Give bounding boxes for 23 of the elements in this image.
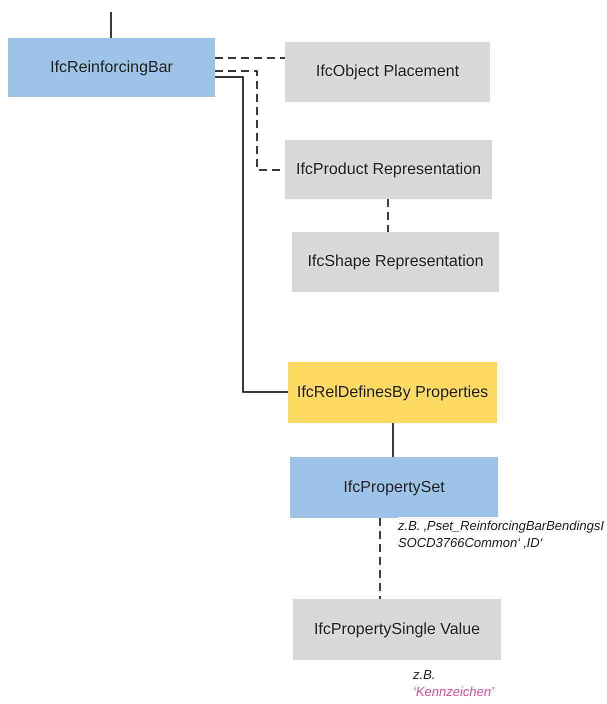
box-label: IfcProduct Representation bbox=[296, 160, 481, 180]
class-box bbox=[8, 38, 215, 97]
example-note: z.B. bbox=[413, 666, 436, 683]
box-label: IfcShape Representation bbox=[307, 252, 484, 272]
connector-line bbox=[215, 76, 288, 393]
class-box bbox=[292, 232, 499, 292]
connector-line bbox=[110, 12, 112, 38]
connector-line bbox=[387, 199, 389, 232]
class-box bbox=[290, 457, 498, 518]
connector-line bbox=[379, 518, 381, 599]
connector-line bbox=[392, 423, 394, 457]
class-box bbox=[293, 599, 501, 660]
box-label: IfcRelDefinesBy Properties bbox=[296, 382, 488, 402]
class-box bbox=[288, 362, 497, 423]
edge-label: z.B. ‚Pset_ReinforcingBarBendingsISOCD3766Common‘ ‚ID‘ bbox=[398, 517, 604, 551]
class-box bbox=[285, 42, 490, 102]
box-label: IfcPropertySingle Value bbox=[314, 620, 480, 640]
class-box bbox=[285, 140, 492, 199]
box-label: IfcObject Placement bbox=[316, 62, 460, 82]
box-label: IfcReinforcingBar bbox=[50, 58, 173, 78]
connector-line bbox=[215, 57, 285, 59]
example-value: ‘Kennzeichen’ bbox=[413, 683, 494, 700]
box-label: IfcPropertySet bbox=[343, 478, 445, 498]
